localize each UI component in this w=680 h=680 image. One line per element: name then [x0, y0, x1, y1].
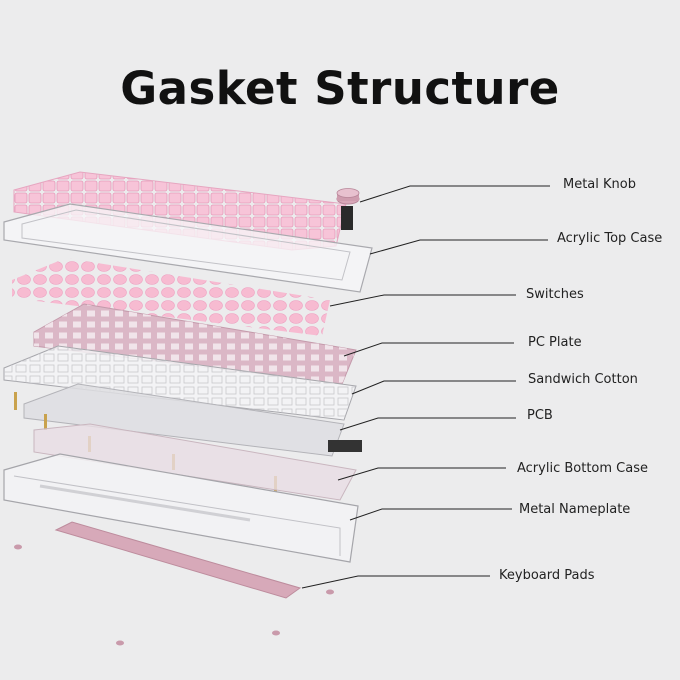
acrylic-top-case-layer — [3, 203, 373, 293]
metal-nameplate-shape — [54, 521, 302, 599]
label-pc-plate: PC Plate — [528, 335, 582, 350]
label-acrylic-top-case: Acrylic Top Case — [557, 231, 663, 246]
label-sandwich-cotton: Sandwich Cotton — [528, 372, 638, 387]
label-metal-knob: Metal Knob — [563, 177, 636, 192]
keyboard-pads-shape — [14, 544, 334, 646]
label-switches: Switches — [526, 287, 584, 302]
leader-lines — [301, 185, 550, 589]
switches-layer — [12, 258, 330, 336]
metal-knob-shape — [336, 188, 360, 230]
label-pcb: PCB — [527, 408, 553, 423]
label-metal-nameplate: Metal Nameplate — [519, 502, 631, 517]
label-keyboard-pads: Keyboard Pads — [499, 568, 595, 583]
label-acrylic-bottom-case: Acrylic Bottom Case — [517, 461, 648, 476]
page-title: Gasket Structure — [120, 62, 560, 115]
acrylic-bottom-case-layer — [33, 423, 357, 501]
